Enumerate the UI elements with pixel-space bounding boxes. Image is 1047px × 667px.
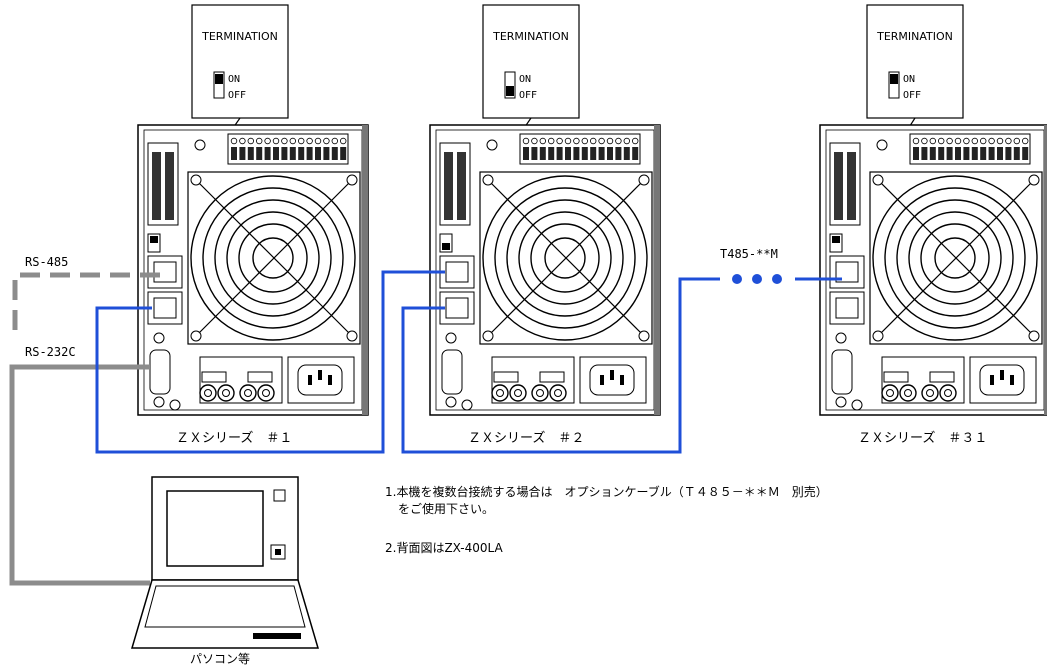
screw-icon [461,399,473,411]
screw-icon [169,399,181,411]
rs485-cable [12,272,160,335]
output-terminal [921,384,939,402]
fan-screw [346,330,358,342]
pc-screen [166,490,264,567]
dip-switch [504,71,516,99]
note-1-cont: をご使用下さい。 [398,501,494,516]
panel-edge [362,125,368,415]
output-terminal [199,384,217,402]
screw-icon [835,332,847,344]
output-terminal [491,384,509,402]
terminal-block [519,133,641,165]
pc-computer: パソコン等 [130,476,320,666]
fan-screw [346,174,358,186]
serial-port [441,349,463,395]
serial-port [831,349,853,395]
unit-name-label: ＺＸシリーズ ＃３１ [858,430,987,446]
fan-screw [872,174,884,186]
switch-off-label: OFF [903,90,921,101]
output-terminal [217,384,235,402]
unit-name-label: ＺＸシリーズ ＃１ [176,430,292,446]
rs232c-label: RS-232C [25,345,76,359]
continuation-dot [772,274,782,284]
fan-screw [190,174,202,186]
fan-screw [482,174,494,186]
rj45-port-out [439,291,475,325]
pc-button [273,489,286,502]
unit-name-label: ＺＸシリーズ ＃２ [468,430,584,446]
fan-screw [190,330,202,342]
screw-icon [445,396,457,408]
terminal-block [909,133,1031,165]
fan-screw [872,330,884,342]
termination-box [866,4,964,119]
continuation-dot [732,274,742,284]
screw-icon [851,399,863,411]
screw-icon [486,139,498,151]
dip-switch-knob [890,74,898,84]
dip-switch [888,71,900,99]
rj45-port-out [147,291,183,325]
screw-icon [153,396,165,408]
continuation-dot [752,274,762,284]
switch-off-label: OFF [519,90,537,101]
pc-keyboard [144,585,306,628]
serial-port [149,349,171,395]
fan-screw [482,330,494,342]
panel-edge [1044,125,1047,415]
output-terminal [881,384,899,402]
termination-title: TERMINATION [201,30,278,43]
screw-icon [876,139,888,151]
dip-switch-knob [215,74,223,84]
fan-screw [638,174,650,186]
note-1: 1.本機を複数台接続する場合は オプションケーブル（Ｔ４８５－＊＊Ｍ 別売） [385,484,828,499]
switch-on-label: ON [903,74,915,85]
terminal-block [227,133,349,165]
pc-front-slot [253,633,301,639]
output-terminal [257,384,275,402]
output-terminal [549,384,567,402]
dip-switch-knob [506,86,514,96]
fan-screw [1028,330,1040,342]
screw-icon [835,396,847,408]
screw-icon [445,332,457,344]
termination-box [482,4,580,119]
output-terminal [531,384,549,402]
termination-title: TERMINATION [876,30,953,43]
output-terminal [899,384,917,402]
switch-on-label: ON [228,74,240,85]
rear-panel-unit-3: TERMINATION ON OFF ＺＸシリーズ ＃３１ [819,4,1047,446]
termination-title: TERMINATION [492,30,569,43]
link-cable-1-2 [95,270,445,454]
output-terminal [239,384,257,402]
note-2: 2.背面図はZX-400LA [385,541,503,555]
switch-off-label: OFF [228,90,246,101]
switch-on-label: ON [519,74,531,85]
link-cable-2-31 [401,277,720,454]
rj45-port-in [439,255,475,289]
pc-label: パソコン等 [190,652,250,666]
rj45-port-in [147,255,183,289]
output-terminal [509,384,527,402]
rs232c-cable [9,364,150,586]
rj45-port-out [829,291,865,325]
dip-switch [213,71,225,99]
t485-label: T485-**M [720,247,778,261]
rear-panel-unit-2: TERMINATION ON OFF ＺＸシリーズ ＃２ [429,4,661,446]
output-terminal [939,384,957,402]
screw-icon [153,332,165,344]
termination-box [191,4,289,119]
fan-screw [1028,174,1040,186]
panel-edge [654,125,660,415]
rj45-port-in [829,255,865,289]
rear-panel-unit-1: TERMINATION ON OFF ＺＸシリーズ ＃１ [137,4,369,446]
screw-icon [194,139,206,151]
rs485-label: RS-485 [25,255,68,269]
fan-screw [638,330,650,342]
